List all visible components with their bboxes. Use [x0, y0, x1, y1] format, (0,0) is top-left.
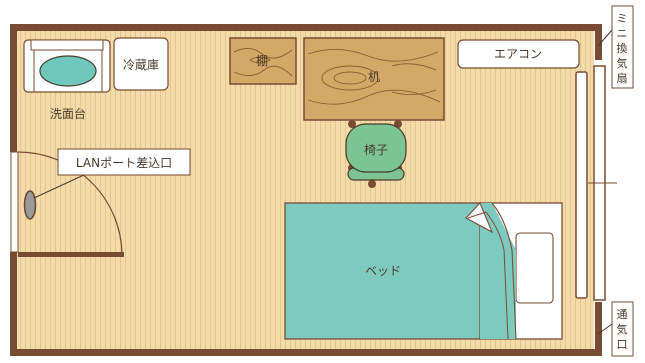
lan-port-icon	[23, 190, 37, 220]
lan-port-label-box	[57, 148, 191, 176]
svg-text:気: 気	[617, 322, 628, 336]
washbasin-label: 洗面台	[50, 106, 86, 121]
vent-label: 通 気 口	[617, 308, 628, 351]
bed-label: ベッド	[365, 264, 401, 278]
washbasin	[23, 39, 111, 93]
walls	[10, 24, 602, 356]
svg-text:口: 口	[617, 338, 628, 351]
desk-label: 机	[368, 70, 380, 84]
chair	[345, 120, 407, 188]
mini-fan-label-box	[611, 5, 634, 89]
aircon	[457, 39, 580, 69]
svg-text:扇: 扇	[617, 71, 628, 85]
shelf-label: 棚	[256, 53, 268, 68]
aircon-label: エアコン	[494, 47, 542, 61]
fridge	[113, 37, 169, 91]
lan-port-label: LANポート差込口	[76, 156, 172, 170]
bed	[284, 201, 563, 340]
svg-text:通: 通	[617, 308, 628, 321]
svg-text:換: 換	[617, 42, 628, 55]
svg-text:ミ: ミ	[617, 12, 628, 25]
aircon-duct	[575, 71, 588, 299]
mini-fan-label: ミ ニ 換 気 扇	[617, 12, 628, 85]
door	[10, 151, 124, 257]
shelf	[229, 37, 297, 85]
fridge-label: 冷蔵庫	[123, 58, 159, 72]
chair-label: 椅子	[364, 143, 388, 157]
svg-text:ニ: ニ	[617, 27, 628, 40]
vent-label-box	[611, 301, 634, 357]
svg-text:気: 気	[617, 56, 628, 70]
desk	[303, 37, 445, 121]
